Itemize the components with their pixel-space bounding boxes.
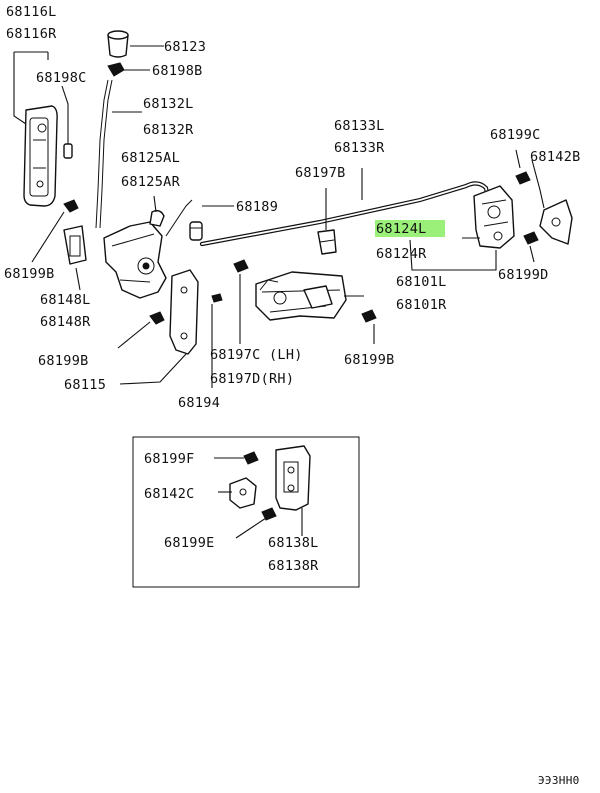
screw-part[interactable]: [515, 171, 531, 185]
screw-part[interactable]: [361, 309, 377, 323]
rear-door-latch-part[interactable]: [255, 271, 347, 321]
cylinder-clip-part[interactable]: [107, 62, 125, 77]
part-label-68199B[interactable]: 68199B: [38, 353, 89, 369]
part-label-68116L[interactable]: 68116L: [6, 4, 57, 20]
screw-part[interactable]: [233, 259, 249, 273]
rod-clip-part[interactable]: [63, 138, 73, 159]
part-label-68124L[interactable]: 68124L: [376, 221, 427, 237]
part-label-68138R[interactable]: 68138R: [268, 558, 319, 574]
part-label-68132R[interactable]: 68132R: [143, 122, 194, 138]
part-label-68199C[interactable]: 68199C: [490, 127, 541, 143]
striker-plate-part[interactable]: [229, 477, 257, 509]
part-label-68198B[interactable]: 68198B: [152, 63, 203, 79]
part-label-68132L[interactable]: 68132L: [143, 96, 194, 112]
part-label-68123[interactable]: 68123: [164, 39, 206, 55]
part-label-68199F[interactable]: 68199F: [144, 451, 195, 467]
screw-part[interactable]: [261, 507, 277, 521]
part-label-68197B[interactable]: 68197B: [295, 165, 346, 181]
screw-part[interactable]: [63, 199, 79, 213]
leader-lines: [13, 45, 545, 539]
lock-cylinder-part[interactable]: [107, 30, 129, 58]
door-striker-part[interactable]: [275, 445, 311, 511]
part-label-68148L[interactable]: 68148L: [40, 292, 91, 308]
part-label-68194[interactable]: 68194: [178, 395, 220, 411]
bushing-part[interactable]: [189, 221, 203, 241]
rod-holder-part[interactable]: [317, 229, 337, 255]
part-label-68115[interactable]: 68115: [64, 377, 106, 393]
outside-door-handle-part[interactable]: [23, 105, 58, 207]
part-label-68101L[interactable]: 68101L: [396, 274, 447, 290]
left-latch-assembly-part[interactable]: [103, 199, 193, 299]
screw-part[interactable]: [149, 311, 165, 325]
part-label-68133R[interactable]: 68133R: [334, 140, 385, 156]
part-label-68198C[interactable]: 68198C: [36, 70, 87, 86]
diagram-code: ЭЭЗНН0: [538, 774, 580, 787]
screw-part[interactable]: [243, 451, 259, 465]
lock-rod-part[interactable]: [95, 79, 113, 229]
handle-bracket-part[interactable]: [169, 269, 199, 355]
part-label-68133L[interactable]: 68133L: [334, 118, 385, 134]
part-label-68197D[interactable]: 68197D(RH): [210, 371, 294, 387]
door-lock-actuator-part[interactable]: [473, 185, 515, 249]
part-label-68189[interactable]: 68189: [236, 199, 278, 215]
part-label-68116R[interactable]: 68116R: [6, 26, 57, 42]
lock-striker-bracket-part[interactable]: [539, 199, 573, 245]
part-label-68125AR[interactable]: 68125AR: [121, 174, 181, 190]
part-label-68124R[interactable]: 68124R: [376, 246, 427, 262]
part-label-68125AL[interactable]: 68125AL: [121, 150, 180, 166]
part-label-68138L[interactable]: 68138L: [268, 535, 319, 551]
part-label-68142B[interactable]: 68142B: [530, 149, 581, 165]
part-label-68101R[interactable]: 68101R: [396, 297, 447, 313]
part-number-highlight: [375, 220, 445, 237]
screw-part[interactable]: [211, 293, 223, 303]
part-label-68199B[interactable]: 68199B: [4, 266, 55, 282]
screw-part[interactable]: [523, 231, 539, 245]
inside-handle-part[interactable]: [63, 225, 87, 265]
part-label-68199D[interactable]: 68199D: [498, 267, 549, 283]
part-label-68197C[interactable]: 68197C (LH): [210, 347, 303, 363]
part-label-68142C[interactable]: 68142C: [144, 486, 195, 502]
part-label-68199E[interactable]: 68199E: [164, 535, 215, 551]
inset-box: [132, 436, 360, 588]
part-label-68199B[interactable]: 68199B: [344, 352, 395, 368]
part-label-68148R[interactable]: 68148R: [40, 314, 91, 330]
